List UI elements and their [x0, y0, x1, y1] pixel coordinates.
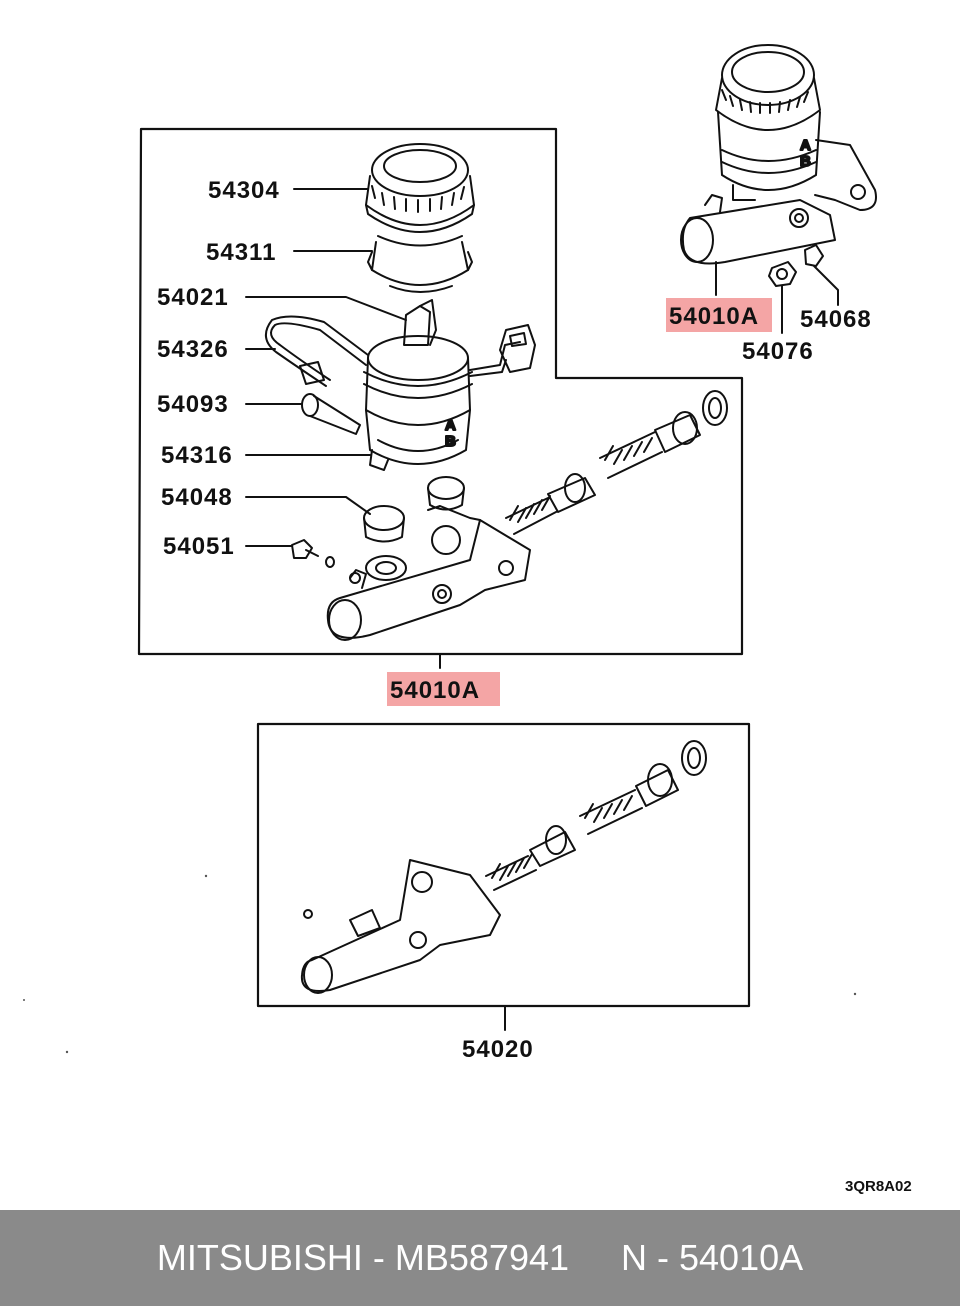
bleeder-drawing — [291, 539, 335, 568]
part-label-54051: 54051 — [163, 533, 235, 560]
parts-diagram: A B — [23, 44, 912, 1195]
svg-text:A: A — [445, 417, 456, 434]
main-cylinder-drawing — [326, 505, 531, 641]
piston-assembly-main — [505, 390, 728, 535]
part-label-54021: 54021 — [157, 284, 229, 311]
part-label-54304: 54304 — [208, 177, 280, 204]
part-label-54093: 54093 — [157, 391, 229, 418]
footer-part-info: MITSUBISHI - MB587941 — [156, 1237, 570, 1278]
bolt-54093-drawing — [301, 393, 361, 435]
footer-ref-info: N - 54010A — [621, 1237, 804, 1278]
kit-parts-drawing — [300, 740, 707, 994]
part-label-54076: 54076 — [742, 338, 814, 365]
washer-54068 — [804, 244, 824, 267]
part-label-54020: 54020 — [462, 1036, 534, 1063]
kit-frame — [256, 722, 751, 1008]
svg-text:A: A — [800, 137, 811, 154]
drawing-code: 3QR8A02 — [845, 1178, 912, 1195]
reservoir-filter-drawing — [367, 235, 473, 293]
part-label-54326: 54326 — [157, 336, 229, 363]
svg-text:B: B — [800, 153, 811, 170]
grommets-drawing — [363, 476, 465, 543]
part-label-54316: 54316 — [161, 442, 233, 469]
part-label-54010a-main: 54010A — [390, 677, 480, 704]
part-label-54048: 54048 — [161, 484, 233, 511]
part-label-54311: 54311 — [206, 239, 276, 266]
inset-master-cylinder: A B — [680, 44, 877, 265]
assembly-frame — [137, 127, 744, 656]
highlight-54010a-inset — [666, 298, 772, 332]
svg-text:B: B — [445, 433, 456, 450]
nut-54076 — [768, 261, 797, 287]
part-label-54068: 54068 — [800, 306, 872, 333]
part-label-54010a-inset: 54010A — [669, 303, 759, 330]
reservoir-body-drawing: A B — [363, 335, 473, 471]
reservoir-cap-drawing — [365, 143, 475, 233]
footer-bar: MITSUBISHI - MB587941 N - 54010A — [0, 1210, 960, 1306]
level-sensor-drawing — [265, 315, 536, 387]
float-drawing — [403, 299, 437, 346]
highlight-54010a-main — [387, 672, 500, 706]
